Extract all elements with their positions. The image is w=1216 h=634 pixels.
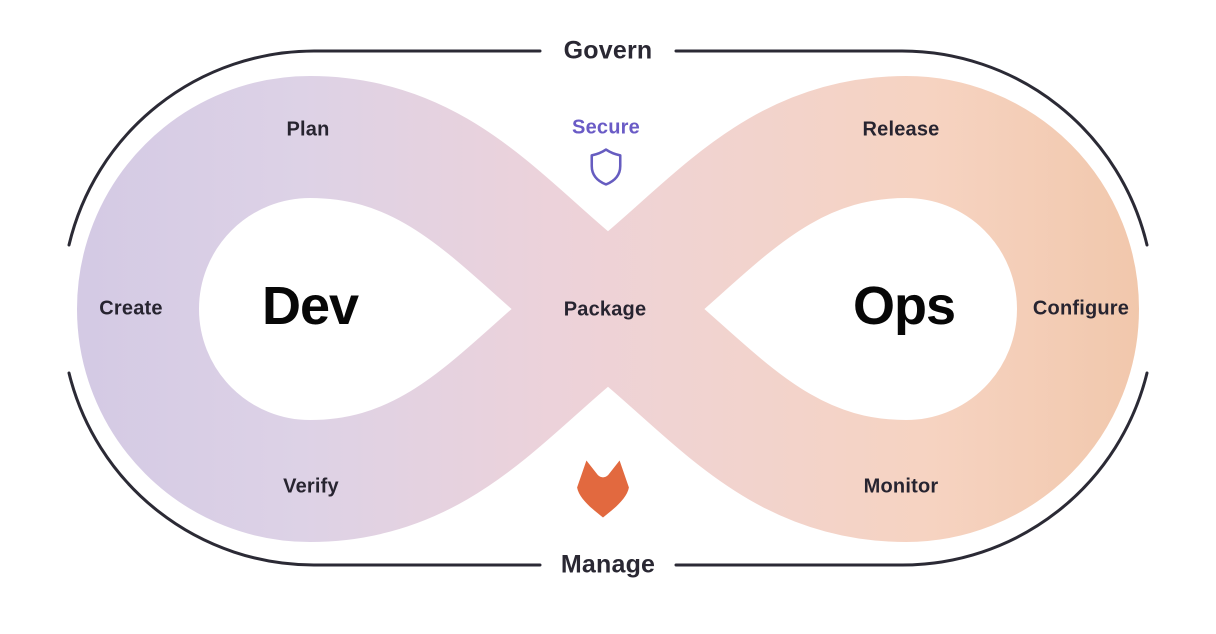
manage-rail-label: Manage [560,550,656,579]
stage-monitor: Monitor [863,475,939,498]
gitlab-tanuki-icon [577,460,629,518]
stage-plan: Plan [286,118,330,141]
outer-rail-border [67,49,1149,567]
stage-package: Package [563,298,647,321]
govern-rail-label: Govern [563,36,653,65]
stage-secure: Secure [572,116,640,139]
infinity-band [77,75,1139,543]
shield-icon [590,148,622,186]
ops-loop-label: Ops [852,276,956,336]
stage-create: Create [99,297,163,320]
stage-release: Release [862,118,940,141]
stage-verify: Verify [283,475,339,498]
dev-loop-label: Dev [261,276,359,336]
stage-configure: Configure [1032,297,1130,320]
